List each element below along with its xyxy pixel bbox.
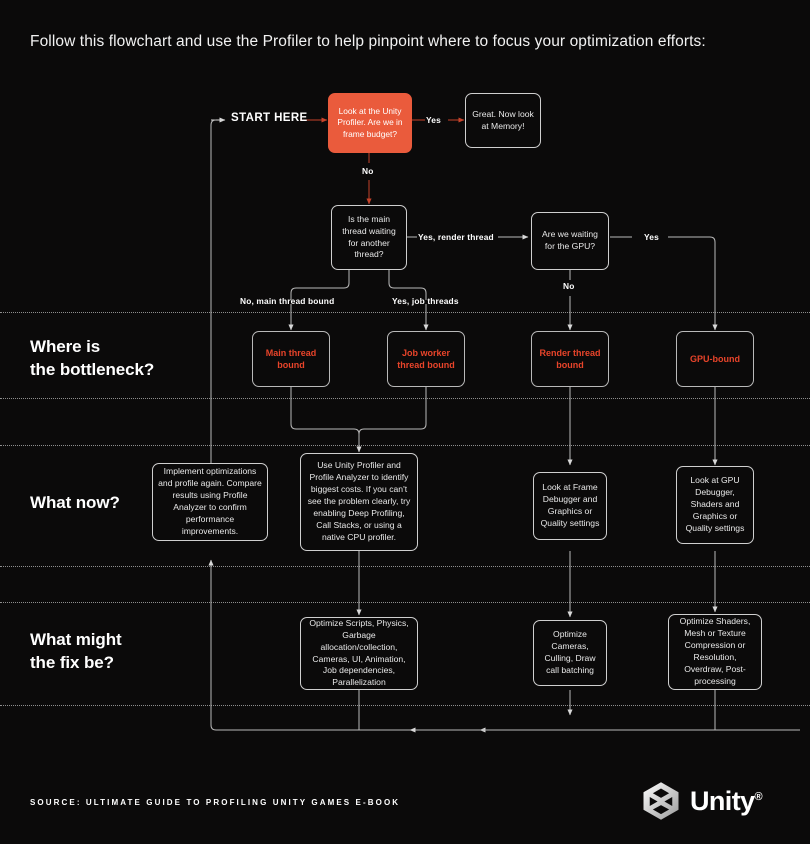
node-main-thread-waiting[interactable]: Is the main thread waiting for another t… <box>331 205 407 270</box>
band-divider-bottleneck-bottom <box>0 398 810 399</box>
edge-label-yes-memory: Yes <box>426 115 441 125</box>
node-job-worker-thread-bound[interactable]: Job worker thread bound <box>387 331 465 387</box>
band-divider-fix-bottom <box>0 705 810 706</box>
start-here-label: START HERE <box>231 112 308 124</box>
edge-label-yes-render-thread: Yes, render thread <box>418 232 494 242</box>
source-caption: SOURCE: ULTIMATE GUIDE TO PROFILING UNIT… <box>30 798 401 807</box>
node-render-thread-bound[interactable]: Render thread bound <box>531 331 609 387</box>
node-main-thread-bound[interactable]: Main thread bound <box>252 331 330 387</box>
row-label-what-now-line1: What now? <box>30 493 120 512</box>
node-fix-render[interactable]: Optimize Cameras, Culling, Draw call bat… <box>533 620 607 686</box>
page-title: Follow this flowchart and use the Profil… <box>30 33 706 50</box>
node-fix-gpu[interactable]: Optimize Shaders, Mesh or Texture Compre… <box>668 614 762 690</box>
row-label-bottleneck: Where is the bottleneck? <box>30 336 154 381</box>
unity-cube-icon <box>643 782 679 820</box>
node-waiting-for-gpu[interactable]: Are we waiting for the GPU? <box>531 212 609 270</box>
node-look-at-memory[interactable]: Great. Now look at Memory! <box>465 93 541 148</box>
node-frame-debugger[interactable]: Look at Frame Debugger and Graphics or Q… <box>533 472 607 540</box>
unity-logo: Unity® <box>641 781 763 821</box>
node-gpu-debugger[interactable]: Look at GPU Debugger, Shaders and Graphi… <box>676 466 754 544</box>
edge-label-no-main-thread-bound: No, main thread bound <box>240 296 335 306</box>
band-divider-bottleneck-top <box>0 312 810 313</box>
band-divider-whatnow-bottom <box>0 566 810 567</box>
node-unity-profiler[interactable]: Look at the Unity Profiler. Are we in fr… <box>328 93 412 153</box>
band-divider-whatnow-top <box>0 445 810 446</box>
row-label-bottleneck-line2: the bottleneck? <box>30 359 155 379</box>
row-label-what-now: What now? <box>30 492 120 515</box>
edge-label-yes-job-threads: Yes, job threads <box>392 296 459 306</box>
node-implement-optimizations[interactable]: Implement optimizations and profile agai… <box>152 463 268 541</box>
unity-wordmark: Unity® <box>690 785 763 816</box>
node-fix-cpu[interactable]: Optimize Scripts, Physics, Garbage alloc… <box>300 617 418 690</box>
edge-label-no-gpu: No <box>563 281 575 291</box>
band-divider-fix-top <box>0 602 810 603</box>
row-label-what-fix: What might the fix be? <box>30 629 122 674</box>
node-use-unity-profiler[interactable]: Use Unity Profiler and Profile Analyzer … <box>300 453 418 551</box>
row-label-bottleneck-line1: Where is <box>30 337 101 356</box>
row-label-what-fix-line2: the fix be? <box>30 652 114 672</box>
node-gpu-bound[interactable]: GPU-bound <box>676 331 754 387</box>
edge-label-yes-gpu: Yes <box>644 232 659 242</box>
row-label-what-fix-line1: What might <box>30 630 122 649</box>
edge-label-no-profiler: No <box>362 166 374 176</box>
